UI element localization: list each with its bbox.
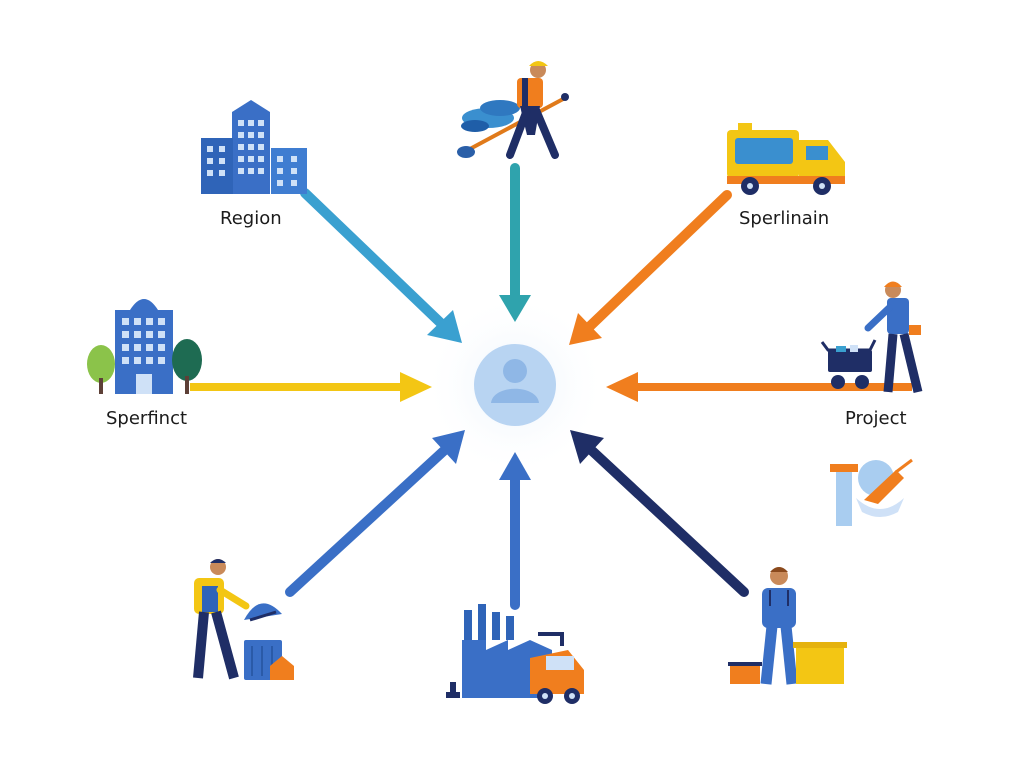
worker-cart-icon <box>820 281 923 394</box>
worker-shoveling-icon <box>457 61 569 159</box>
factory-truck-icon <box>446 604 584 704</box>
center-hub[interactable] <box>474 344 556 426</box>
region-label: Region <box>220 208 282 229</box>
arrow-sperlinain <box>569 190 732 345</box>
arrow-bottom-left <box>285 430 465 597</box>
person-icon <box>491 359 539 403</box>
arrow-bottom <box>499 452 531 610</box>
flask-tools-icon <box>830 458 913 526</box>
arrow-top <box>499 163 531 322</box>
office-buildings-icon <box>201 100 307 194</box>
sperlinain-label: Sperlinain <box>739 208 830 229</box>
sperfinct-label: Sperfinct <box>106 408 188 429</box>
arrow-region <box>300 188 462 343</box>
worker-bin-icon <box>193 559 294 680</box>
project-label: Project <box>845 408 907 429</box>
city-building-trees-icon <box>87 299 202 394</box>
arrow-sperfinct <box>190 372 432 402</box>
tanker-truck-icon <box>727 123 845 195</box>
worker-boxes-icon <box>728 567 847 685</box>
arrow-bottom-right <box>570 430 749 597</box>
